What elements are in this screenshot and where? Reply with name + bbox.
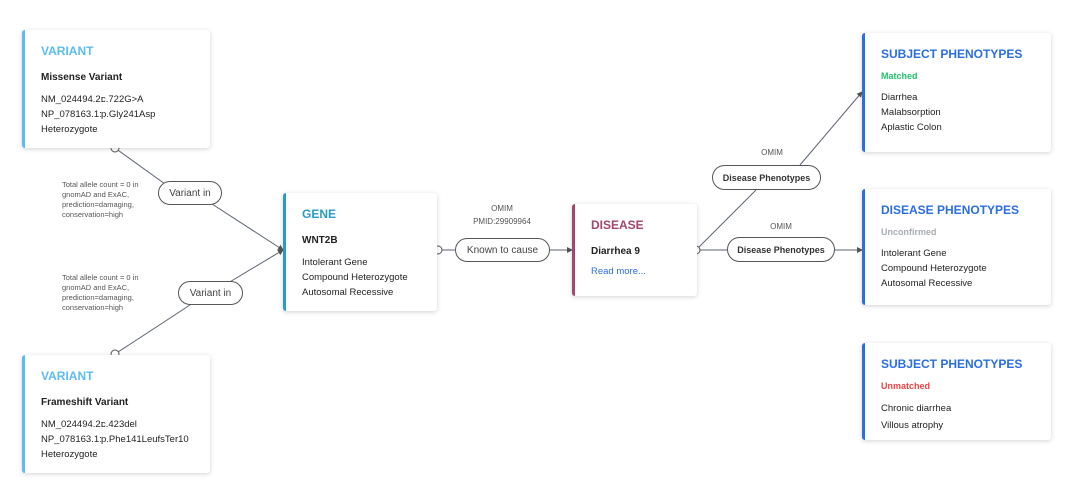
- edge-pill-disease-phenotypes[interactable]: Disease Phenotypes: [712, 165, 821, 190]
- row-key: NM_024494.2:: [41, 419, 104, 430]
- phenotype-item: Aplastic Colon: [881, 122, 942, 133]
- edge-source: OMIM PMID:29909964: [462, 202, 542, 228]
- transcript-row: NM_024494.2:c.423del: [41, 417, 210, 432]
- variant-name: Missense Variant: [41, 72, 123, 83]
- gene-card[interactable]: GENE WNT2B Intolerant Gene Compound Hete…: [283, 193, 437, 311]
- pmid-label: PMID:29909964: [473, 217, 531, 226]
- subject-phenotypes-unmatched-card[interactable]: SUBJECT PHENOTYPES Unmatched Chronic dia…: [862, 343, 1051, 440]
- edge-source: OMIM: [761, 148, 783, 157]
- variant-name: Frameshift Variant: [41, 397, 129, 408]
- variant-card[interactable]: VARIANT Frameshift Variant NM_024494.2:c…: [22, 355, 210, 473]
- edge-source: OMIM: [770, 222, 792, 231]
- phenotype-item: Intolerant Gene: [881, 248, 947, 259]
- transcript-row: NM_024494.2:c.722G>A: [41, 92, 210, 107]
- phenotype-item: Autosomal Recessive: [881, 278, 973, 289]
- edge-variant1-pill: [114, 147, 166, 185]
- edge-disease-pill-up: [698, 189, 757, 248]
- gene-attribute: Intolerant Gene: [302, 257, 368, 268]
- status-label: Matched: [881, 71, 918, 81]
- edge-pill2-gene: [227, 249, 284, 284]
- phenotype-item: Villous atrophy: [881, 420, 944, 431]
- note-line: prediction=damaging,: [62, 200, 134, 209]
- zygosity: Heterozygote: [41, 449, 98, 460]
- read-more-link[interactable]: Read more...: [591, 266, 646, 277]
- note-line: conservation=high: [62, 210, 124, 219]
- row-value: p.Phe141LeufsTer10: [101, 434, 189, 445]
- edge-pill-known-to-cause[interactable]: Known to cause: [455, 238, 550, 262]
- gene-name: WNT2B: [302, 235, 338, 246]
- note-line: Total allele count = 0 in: [62, 180, 139, 189]
- edge-pill-variant-in[interactable]: Variant in: [178, 281, 243, 305]
- disease-phenotypes-card[interactable]: DISEASE PHENOTYPES Unconfirmed Intoleran…: [862, 189, 1051, 305]
- edge-variant2-pill: [114, 304, 191, 355]
- row-value: p.Gly241Asp: [101, 109, 156, 120]
- status-label: Unmatched: [881, 381, 931, 391]
- card-title: SUBJECT PHENOTYPES: [881, 47, 1023, 61]
- row-key: NP_078163.1:: [41, 434, 102, 445]
- note-line: prediction=damaging,: [62, 293, 134, 302]
- row-key: NP_078163.1:: [41, 109, 102, 120]
- zygosity: Heterozygote: [41, 124, 98, 135]
- subject-phenotypes-matched-card[interactable]: SUBJECT PHENOTYPES Matched Diarrhea Mala…: [862, 33, 1051, 152]
- protein-row: NP_078163.1:p.Phe141LeufsTer10: [41, 432, 210, 447]
- disease-card[interactable]: DISEASE Diarrhea 9 Read more...: [572, 204, 697, 296]
- disease-name: Diarrhea 9: [591, 246, 640, 257]
- edge-pill1-gene: [211, 203, 284, 251]
- gene-attribute: Autosomal Recessive: [302, 287, 394, 298]
- phenotype-item: Malabsorption: [881, 107, 941, 118]
- card-title: DISEASE: [591, 218, 644, 232]
- phenotype-item: Diarrhea: [881, 92, 918, 103]
- card-title: VARIANT: [41, 44, 94, 58]
- edge-pill-disease-phenotypes[interactable]: Disease Phenotypes: [727, 237, 835, 262]
- edge-pill-variant-in[interactable]: Variant in: [158, 181, 222, 205]
- edge-pill-up-card: [799, 91, 863, 166]
- phenotype-item: Compound Heterozygote: [881, 263, 987, 274]
- row-value: c.722G>A: [101, 94, 144, 105]
- phenotype-item: Chronic diarrhea: [881, 403, 952, 414]
- card-title: VARIANT: [41, 369, 94, 383]
- note-line: Total allele count = 0 in: [62, 273, 139, 282]
- note-line: conservation=high: [62, 303, 124, 312]
- card-title: GENE: [302, 207, 337, 221]
- row-value: c.423del: [101, 419, 137, 430]
- source-label: OMIM: [491, 204, 513, 213]
- gene-attribute: Compound Heterozygote: [302, 272, 408, 283]
- variant-card[interactable]: VARIANT Missense Variant NM_024494.2:c.7…: [22, 30, 210, 148]
- protein-row: NP_078163.1:p.Gly241Asp: [41, 107, 210, 122]
- card-title: DISEASE PHENOTYPES: [881, 203, 1020, 217]
- row-key: NM_024494.2:: [41, 94, 104, 105]
- card-title: SUBJECT PHENOTYPES: [881, 357, 1023, 371]
- status-label: Unconfirmed: [881, 227, 937, 237]
- note-line: gnomAD and ExAC,: [62, 190, 130, 199]
- note-line: gnomAD and ExAC,: [62, 283, 130, 292]
